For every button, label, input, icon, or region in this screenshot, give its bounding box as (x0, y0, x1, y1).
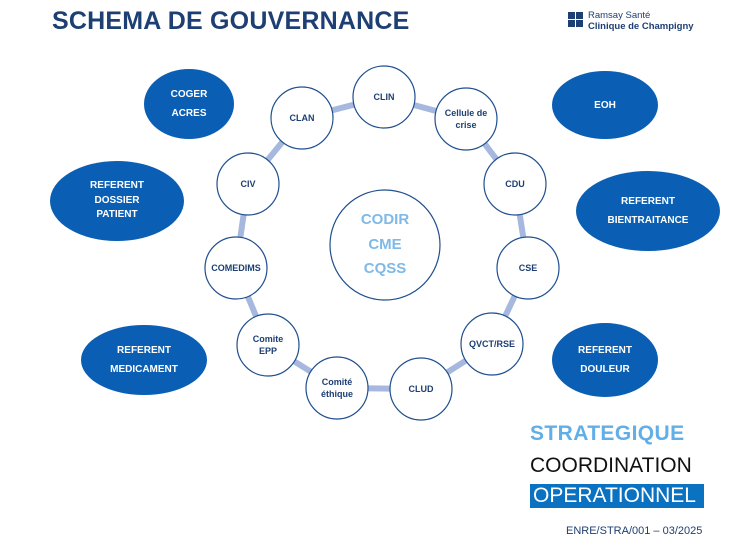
ring-circle-cdu (483, 152, 547, 216)
ring-circle-comedims (204, 236, 268, 300)
oval-label-line: BIENTRAITANCE (607, 215, 689, 226)
ramsay-logo-icon (568, 12, 583, 27)
ring-label-line: éthique (320, 389, 353, 399)
oval-label-line: REFERENT (90, 180, 144, 192)
ring-label-clud: CLUD (390, 358, 452, 420)
ring-label-qvct-rse: QVCT/RSE (461, 313, 523, 375)
legend-operationnel: OPERATIONNEL (530, 484, 704, 508)
ring-label-comedims: COMEDIMS (205, 237, 267, 299)
ring-circle-comite-epp (236, 313, 300, 377)
oval-label-line: MEDICAMENT (110, 364, 178, 375)
logo-brand-text: Ramsay Santé (588, 10, 651, 21)
oval-label-line: DOSSIER (94, 194, 140, 206)
ring-label-line: CSE (518, 262, 538, 273)
legend-coordination: COORDINATION (530, 454, 692, 477)
ring-label-cellule-de-crise: Cellule de crise (435, 88, 497, 150)
ring-label-line: Cellule de (444, 107, 488, 118)
ring-label-cdu: CDU (484, 153, 546, 215)
ring-label-line: CLIN (373, 91, 395, 102)
ring-circle-clan (270, 86, 334, 150)
oval-label-line: REFERENT (117, 345, 171, 356)
ring-label-line: CLUD (408, 383, 434, 394)
ring-label-line: QVCT/RSE (468, 338, 515, 349)
oval-label-eoh: EOH (552, 71, 658, 139)
center-circle (329, 189, 441, 301)
oval-label-line: REFERENT (621, 196, 675, 207)
oval-label-referent-dossier-patient: REFERENT DOSSIER PATIENT (50, 161, 184, 241)
ring-label-line: COMEDIMS (211, 262, 261, 273)
ring-label-line: EPP (258, 346, 277, 356)
oval-label-coger-acres: COGER ACRES (144, 69, 234, 139)
center-label: CODIR CME CQSS (330, 190, 440, 300)
center-label-line: CODIR (360, 210, 410, 228)
ring-circle-clin (352, 65, 416, 129)
ring-circle-cse (496, 236, 560, 300)
oval-label-line: COGER (170, 89, 208, 100)
page-title: SCHEMA DE GOUVERNANCE (52, 7, 410, 35)
center-circle-group (329, 189, 441, 301)
oval-referent-dossier-patient (50, 161, 184, 241)
oval-coger-acres (144, 69, 234, 139)
oval-label-line: DOULEUR (580, 364, 630, 375)
ramsay-logo: Ramsay Santé Clinique de Champigny (568, 10, 718, 36)
legend-strategique: STRATEGIQUE (530, 422, 685, 445)
oval-referent-douleur (552, 323, 658, 397)
ring-circles (204, 65, 560, 421)
ring-label-clan: CLAN (271, 87, 333, 149)
ring-label-civ: CIV (217, 153, 279, 215)
oval-label-line: EOH (594, 99, 616, 111)
oval-eoh (552, 71, 658, 139)
ring-circle-cellule-de-crise (434, 87, 498, 151)
oval-referent-medicament (81, 325, 207, 395)
ring-label-line: Comite (252, 333, 284, 344)
center-label-line: CME (368, 235, 402, 253)
ring-circle-comit-thique (305, 356, 369, 420)
ring-label-cse: CSE (497, 237, 559, 299)
document-reference: ENRE/STRA/001 – 03/2025 (566, 525, 703, 537)
oval-label-referent-douleur: REFERENT DOULEUR (552, 323, 658, 397)
oval-referent-bientraitance (576, 171, 720, 251)
ring-label-line: CDU (505, 178, 525, 189)
ring-circle-qvct-rse (460, 312, 524, 376)
ring-circle-civ (216, 152, 280, 216)
logo-site-text: Clinique de Champigny (588, 21, 694, 32)
oval-label-referent-bientraitance: REFERENT BIENTRAITANCE (576, 171, 720, 251)
ring-label-line: CLAN (289, 112, 315, 123)
ring-circle-clud (389, 357, 453, 421)
oval-label-referent-medicament: REFERENT MEDICAMENT (81, 325, 207, 395)
oval-label-line: REFERENT (578, 345, 632, 356)
ring-label-line: crise (455, 120, 477, 130)
oval-label-line: ACRES (171, 108, 207, 119)
ring-label-line: CIV (240, 178, 256, 189)
ring-label-line: Comité (321, 376, 353, 387)
oval-group (50, 69, 720, 397)
ring-label-clin: CLIN (353, 66, 415, 128)
center-label-line: CQSS (363, 260, 407, 278)
ring-label-comit-thique: Comité éthique (306, 357, 368, 419)
oval-label-line: PATIENT (96, 209, 138, 221)
